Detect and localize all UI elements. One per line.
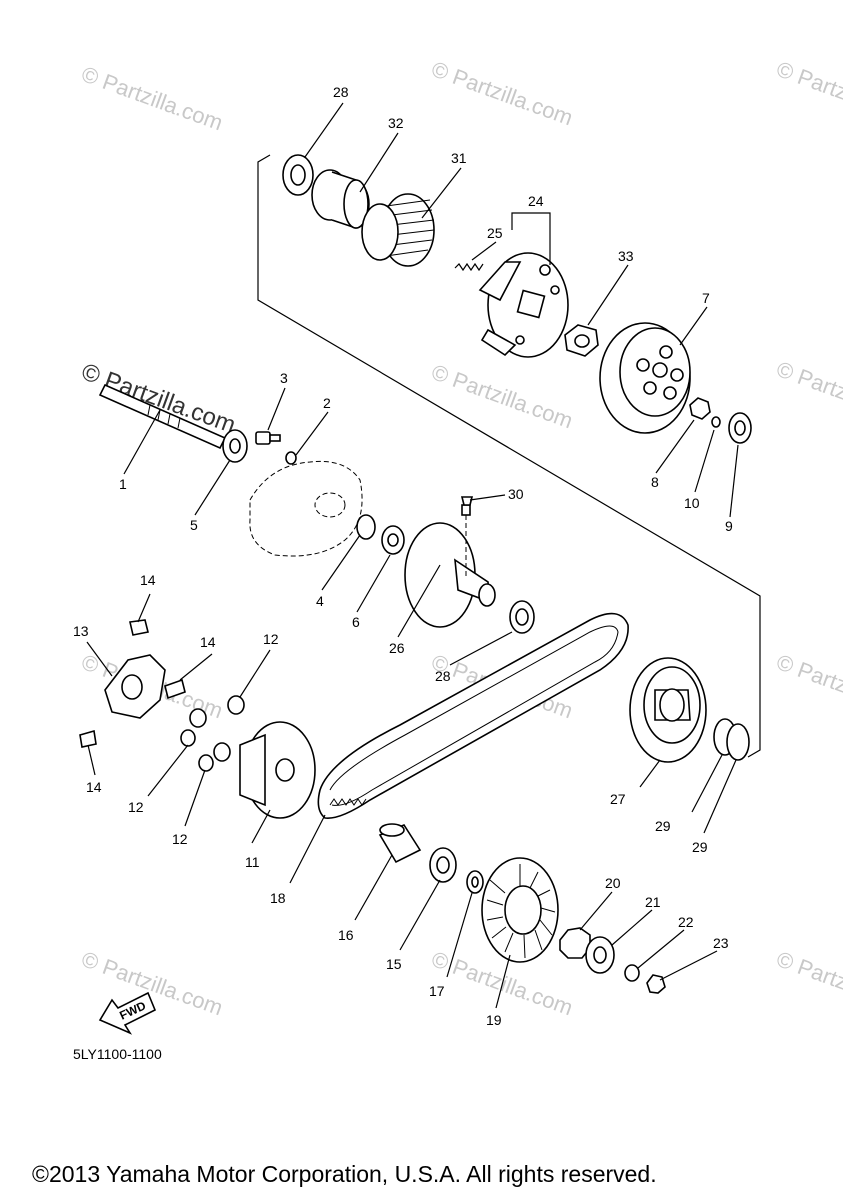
part-29-seal-b[interactable] (726, 723, 750, 761)
part-17-washer[interactable] (466, 870, 484, 894)
part-5-bearing[interactable] (222, 429, 248, 463)
part-18-belt[interactable] (317, 612, 629, 819)
label-part-15[interactable]: 15 (386, 956, 402, 972)
part-9-bearing[interactable] (728, 412, 752, 444)
part-30-pin[interactable] (460, 496, 474, 506)
watermark: © Partzilla.com (78, 61, 226, 135)
watermark-dark: © Partzilla.com (78, 358, 239, 439)
label-part-21[interactable]: 21 (645, 894, 661, 910)
part-1-shaft[interactable] (98, 383, 227, 450)
label-part-29-left[interactable]: 29 (655, 818, 671, 834)
part-labels: 28 32 31 24 25 33 7 3 2 1 5 30 8 10 9 4 … (73, 84, 733, 1028)
label-part-28-top[interactable]: 28 (333, 84, 349, 100)
part-14-slider-c[interactable] (79, 729, 97, 748)
watermark: © Partzilla.com (773, 56, 843, 130)
label-part-32[interactable]: 32 (388, 115, 404, 131)
part-11-movable-sheave[interactable] (239, 721, 316, 819)
part-12-weight-d[interactable] (213, 742, 231, 762)
part-8-nut[interactable] (689, 397, 711, 420)
part-12-weight-c[interactable] (180, 729, 196, 747)
label-part-14-bottom[interactable]: 14 (86, 779, 102, 795)
label-part-6[interactable]: 6 (352, 614, 360, 630)
part-19-fan[interactable] (481, 857, 559, 963)
label-part-2[interactable]: 2 (323, 395, 331, 411)
part-26-fixed-sheave[interactable] (404, 504, 496, 628)
label-part-26[interactable]: 26 (389, 640, 405, 656)
part-27-sliding-sheave[interactable] (629, 657, 707, 763)
leader-lines (86, 102, 739, 1009)
label-part-13[interactable]: 13 (73, 623, 89, 639)
part-28-bottom[interactable] (509, 600, 535, 634)
watermark: © Partzilla.com (428, 56, 576, 130)
label-part-27[interactable]: 27 (610, 791, 626, 807)
label-part-23[interactable]: 23 (713, 935, 729, 951)
label-part-8[interactable]: 8 (651, 474, 659, 490)
copyright-text: ©2013 Yamaha Motor Corporation, U.S.A. A… (32, 1161, 657, 1187)
watermark: © Partzilla.com (428, 359, 576, 433)
label-part-22[interactable]: 22 (678, 914, 694, 930)
label-part-18[interactable]: 18 (270, 890, 286, 906)
part-24-clutch-carrier[interactable] (478, 252, 569, 358)
label-part-11[interactable]: 11 (245, 854, 260, 870)
gasket-cover (249, 460, 363, 557)
part-28-top[interactable] (282, 154, 314, 196)
label-part-33[interactable]: 33 (618, 248, 634, 264)
label-part-12-top[interactable]: 12 (263, 631, 279, 647)
label-part-10[interactable]: 10 (684, 495, 700, 511)
part-4-spacer[interactable] (356, 514, 376, 540)
label-part-14-top[interactable]: 14 (140, 572, 156, 588)
part-33-nut[interactable] (564, 324, 599, 357)
part-21-ratchet[interactable] (585, 936, 615, 974)
part-13-cam[interactable] (104, 654, 166, 719)
part-12-weight-a[interactable] (227, 695, 245, 715)
label-part-5[interactable]: 5 (190, 517, 198, 533)
label-part-31[interactable]: 31 (451, 150, 467, 166)
label-part-9[interactable]: 9 (725, 518, 733, 534)
part-15-bearing[interactable] (429, 847, 457, 883)
part-25-spring[interactable] (454, 262, 484, 272)
label-part-20[interactable]: 20 (605, 875, 621, 891)
part-10-washer[interactable] (711, 416, 721, 428)
part-2-washer[interactable] (285, 451, 297, 465)
part-14-slider-b[interactable] (164, 678, 186, 700)
label-part-1[interactable]: 1 (119, 476, 127, 492)
label-part-30[interactable]: 30 (508, 486, 524, 502)
part-7-clutch-housing[interactable] (599, 322, 691, 434)
watermark: © Partzilla.com (773, 946, 843, 1020)
part-12-weight-b[interactable] (189, 708, 207, 728)
part-6-bearing[interactable] (381, 525, 405, 555)
label-part-25[interactable]: 25 (487, 225, 503, 241)
label-part-16[interactable]: 16 (338, 927, 354, 943)
label-part-14-mid[interactable]: 14 (200, 634, 216, 650)
label-part-24[interactable]: 24 (528, 193, 544, 209)
part-16-collar[interactable] (378, 823, 422, 864)
part-31-spring[interactable] (361, 193, 435, 267)
part-14-slider-a[interactable] (129, 619, 149, 636)
part-12-weight-e[interactable] (198, 754, 214, 772)
diagram-code: 5LY1100-1100 (73, 1046, 162, 1062)
label-part-28-bottom[interactable]: 28 (435, 668, 451, 684)
label-part-29-right[interactable]: 29 (692, 839, 708, 855)
label-part-19[interactable]: 19 (486, 1012, 502, 1028)
fwd-arrow-icon: FWD (98, 991, 157, 1035)
label-part-4[interactable]: 4 (316, 593, 324, 609)
part-23-nut[interactable] (646, 974, 666, 994)
assembly-frame (257, 154, 761, 758)
part-22-washer[interactable] (624, 964, 640, 982)
part-32-collar[interactable] (311, 169, 370, 229)
watermark: © Partzilla.com (773, 356, 843, 430)
label-part-3[interactable]: 3 (280, 370, 288, 386)
label-part-12-bottom[interactable]: 12 (172, 831, 188, 847)
part-3-bolt[interactable] (255, 431, 281, 445)
label-part-7[interactable]: 7 (702, 290, 710, 306)
label-part-12-left[interactable]: 12 (128, 799, 144, 815)
watermark: © Partzilla.com (773, 649, 843, 723)
label-part-17[interactable]: 17 (429, 983, 445, 999)
